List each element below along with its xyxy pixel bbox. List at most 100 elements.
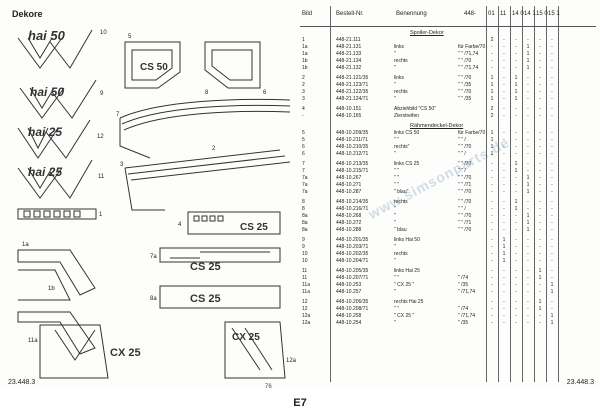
cell-bild: 8: [302, 206, 305, 212]
cell-qty: -: [527, 37, 529, 43]
cell-note: " " /71: [458, 182, 472, 188]
cell-ben: links Hai 50: [394, 237, 420, 243]
cell-qty: 1: [538, 268, 542, 274]
cell-qty: -: [503, 161, 505, 167]
cell-qty: -: [515, 289, 517, 295]
cell-qty: 1: [490, 130, 494, 136]
cell-note: " " /35: [458, 96, 472, 102]
cell-qty: -: [551, 82, 553, 88]
cell-nr: 448-21.131: [336, 44, 362, 50]
cell-bild: 2: [302, 82, 305, 88]
cell-qty: 1: [550, 313, 554, 319]
cell-ben: ": [394, 320, 396, 326]
cell-qty: 1: [514, 199, 518, 205]
cell-note: " " /70: [458, 89, 472, 95]
cell-qty: -: [551, 168, 553, 174]
cell-qty: -: [515, 227, 517, 233]
cell-qty: -: [539, 199, 541, 205]
cell-nr: 448-10.213/35: [336, 161, 369, 167]
cell-qty: 1: [526, 175, 530, 181]
cell-bild: 1: [302, 37, 305, 43]
cell-qty: -: [503, 189, 505, 195]
decal-text: CS 25: [190, 293, 221, 305]
cell-qty: -: [515, 213, 517, 219]
cell-qty: -: [503, 89, 505, 95]
cell-qty: 2: [490, 113, 494, 119]
cell-qty: -: [503, 213, 505, 219]
cell-qty: -: [551, 96, 553, 102]
cell-note: " " /70: [458, 199, 472, 205]
cell-nr: 448-10.209/35: [336, 130, 369, 136]
cell-note: " " /70: [458, 161, 472, 167]
cell-qty: -: [527, 275, 529, 281]
cell-note: " " /: [458, 151, 466, 157]
cell-nr: 448-10.257: [336, 289, 362, 295]
cell-bild: 5: [302, 130, 305, 136]
col-divider: [510, 6, 511, 382]
header-model: 448-: [464, 11, 477, 17]
cell-qty: 1: [550, 282, 554, 288]
callout-label: 1: [99, 212, 103, 218]
decal-text: hai 25: [28, 165, 62, 179]
cell-qty: -: [551, 51, 553, 57]
cell-nr: 448-10.258: [336, 313, 362, 319]
cell-qty: -: [503, 96, 505, 102]
callout-label: 4: [178, 222, 182, 228]
cell-qty: -: [539, 182, 541, 188]
cell-qty: -: [539, 237, 541, 243]
sheet-code-left: 23.448.3: [8, 379, 36, 386]
cell-bild: 8a: [302, 213, 308, 219]
cell-qty: -: [515, 65, 517, 71]
page-label: E7: [293, 397, 307, 409]
cell-qty: -: [551, 65, 553, 71]
cell-qty: -: [491, 258, 493, 264]
cell-qty: -: [539, 113, 541, 119]
cell-qty: -: [551, 189, 553, 195]
cell-bild: 8a: [302, 220, 308, 226]
cell-ben: rechts: [394, 199, 408, 205]
cell-qty: -: [491, 237, 493, 243]
decal-cs50-strip: [187, 211, 281, 235]
cell-qty: -: [491, 168, 493, 174]
cell-bild: 9: [302, 237, 305, 243]
cell-ben: ": [394, 289, 396, 295]
cell-ben: ": [394, 151, 396, 157]
cell-note: " " /70: [458, 175, 472, 181]
cell-qty: -: [527, 106, 529, 112]
cell-qty: -: [503, 282, 505, 288]
cell-qty: -: [515, 151, 517, 157]
cell-qty: -: [503, 220, 505, 226]
callout-label: 12a: [286, 358, 297, 364]
cell-nr: 448-21.133: [336, 51, 362, 57]
cell-qty: -: [515, 244, 517, 250]
cell-qty: -: [527, 96, 529, 102]
parts-table: Bild Bestell-Nr. Benennung 448- 01 11 14…: [300, 6, 596, 382]
cell-nr: 448-10.272: [336, 220, 362, 226]
cell-qty: -: [503, 306, 505, 312]
cell-qty: 2: [490, 106, 494, 112]
cell-qty: -: [539, 258, 541, 264]
cell-bild: 8a: [302, 227, 308, 233]
cell-qty: -: [491, 199, 493, 205]
cell-bild: 7: [302, 161, 305, 167]
cell-ben: ": [394, 96, 396, 102]
cell-ben: rechts: [394, 89, 408, 95]
cell-nr: 448-10.215/71: [336, 168, 369, 174]
cell-qty: -: [491, 282, 493, 288]
cell-bild: 5: [302, 137, 305, 143]
cell-qty: 1: [514, 161, 518, 167]
cell-qty: -: [539, 251, 541, 257]
cell-qty: -: [491, 251, 493, 257]
cell-qty: -: [551, 268, 553, 274]
cell-bild: 1a: [302, 44, 308, 50]
cell-qty: 1: [490, 82, 494, 88]
cell-qty: -: [515, 51, 517, 57]
cell-qty: -: [503, 82, 505, 88]
sheet-code-right: 23.448.3: [566, 379, 594, 386]
